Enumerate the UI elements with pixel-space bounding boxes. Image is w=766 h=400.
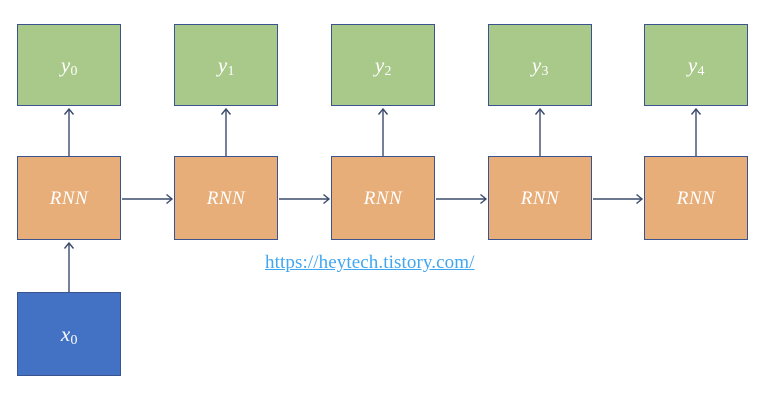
arrow-x0-to-rnn0 (63, 241, 75, 292)
output-node-4: y4 (644, 24, 748, 106)
rnn-node-0: RNN (17, 156, 121, 240)
output-node-2-label: y2 (374, 52, 392, 79)
output-node-3: y3 (488, 24, 592, 106)
rnn-node-4-label: RNN (676, 187, 716, 209)
output-node-1: y1 (174, 24, 278, 106)
output-node-1-label: y1 (217, 52, 235, 79)
rnn-node-2: RNN (331, 156, 435, 240)
arrow-rnn3-to-y3 (534, 107, 546, 156)
output-node-0: y0 (17, 24, 121, 106)
output-node-0-label: y0 (60, 52, 78, 79)
arrow-rnn3-to-rnn4 (593, 193, 644, 205)
output-node-3-label: y3 (531, 52, 549, 79)
rnn-node-0-label: RNN (49, 187, 89, 209)
rnn-node-2-label: RNN (363, 187, 403, 209)
rnn-node-4: RNN (644, 156, 748, 240)
output-node-4-label: y4 (687, 52, 705, 79)
arrow-rnn1-to-y1 (220, 107, 232, 156)
rnn-node-1: RNN (174, 156, 278, 240)
arrow-rnn4-to-y4 (690, 107, 702, 156)
rnn-node-3: RNN (488, 156, 592, 240)
input-node-0-label: x0 (60, 321, 78, 348)
arrow-rnn1-to-rnn2 (279, 193, 331, 205)
arrow-rnn0-to-rnn1 (122, 193, 174, 205)
arrow-rnn2-to-y2 (377, 107, 389, 156)
rnn-node-3-label: RNN (520, 187, 560, 209)
rnn-node-1-label: RNN (206, 187, 246, 209)
output-node-2: y2 (331, 24, 435, 106)
arrow-rnn2-to-rnn3 (436, 193, 488, 205)
input-node-0: x0 (17, 292, 121, 376)
watermark-link[interactable]: https://heytech.tistory.com/ (265, 252, 475, 273)
arrow-rnn0-to-y0 (63, 107, 75, 156)
